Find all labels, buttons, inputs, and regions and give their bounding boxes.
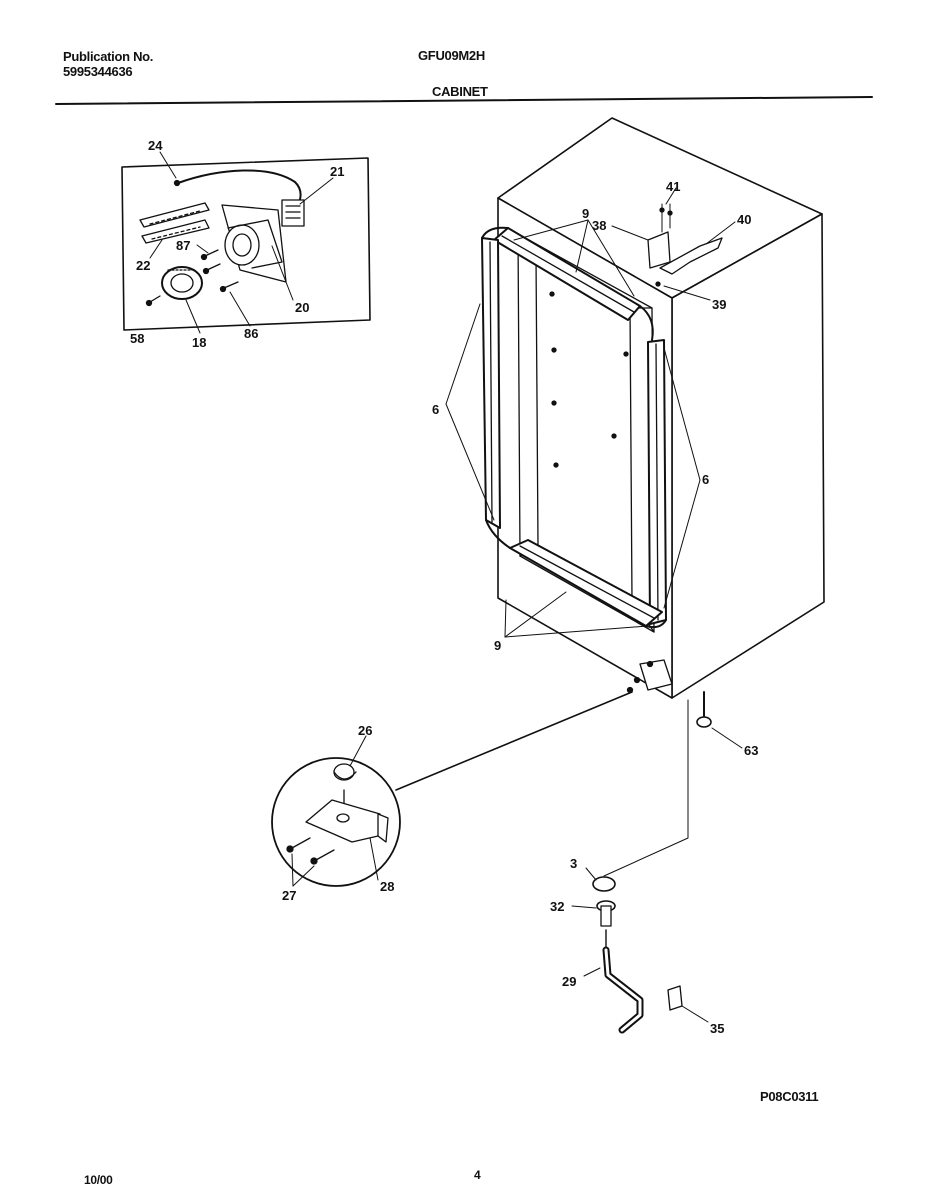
callout-35: 35 xyxy=(710,1021,724,1036)
footer-date: 10/00 xyxy=(84,1173,113,1187)
publication-label: Publication No. xyxy=(63,49,154,64)
bottom-hinge-mount xyxy=(395,659,673,791)
publication-number: 5995344636 xyxy=(63,64,133,79)
header-rule xyxy=(55,96,873,105)
callout-6-right: 6 xyxy=(702,472,709,487)
callout-39: 39 xyxy=(712,297,726,312)
breaker-strips xyxy=(445,219,701,638)
callout-29: 29 xyxy=(562,974,576,989)
callout-27: 27 xyxy=(282,888,296,903)
callout-22: 22 xyxy=(136,258,150,273)
model-number: GFU09M2H xyxy=(418,48,485,63)
callout-18: 18 xyxy=(192,335,206,350)
callout-9-top: 9 xyxy=(582,206,589,221)
callout-32: 32 xyxy=(550,899,564,914)
drain-parts xyxy=(571,867,709,1034)
callout-58: 58 xyxy=(130,331,144,346)
callout-20: 20 xyxy=(295,300,309,315)
leveling-leg xyxy=(696,691,743,749)
callout-28: 28 xyxy=(380,879,394,894)
cabinet-body xyxy=(497,117,825,699)
light-assembly-inset xyxy=(121,151,371,334)
callout-41: 41 xyxy=(666,179,680,194)
callout-9-bottom: 9 xyxy=(494,638,501,653)
callout-21: 21 xyxy=(330,164,344,179)
callout-87: 87 xyxy=(176,238,190,253)
page-number: 4 xyxy=(474,1168,481,1182)
section-title: CABINET xyxy=(432,84,488,99)
callout-labels: 24 21 87 22 20 58 18 86 9 41 38 40 39 6 … xyxy=(130,138,758,1036)
callout-24: 24 xyxy=(148,138,163,153)
top-hinge xyxy=(611,187,736,301)
drawing-code: P08C0311 xyxy=(760,1089,819,1104)
bottom-hinge-detail xyxy=(271,735,401,887)
drain-leader xyxy=(603,699,689,877)
callout-40: 40 xyxy=(737,212,751,227)
callout-86: 86 xyxy=(244,326,258,341)
callout-3: 3 xyxy=(570,856,577,871)
callout-63: 63 xyxy=(744,743,758,758)
callout-6-left: 6 xyxy=(432,402,439,417)
callout-38: 38 xyxy=(592,218,606,233)
callout-26: 26 xyxy=(358,723,372,738)
